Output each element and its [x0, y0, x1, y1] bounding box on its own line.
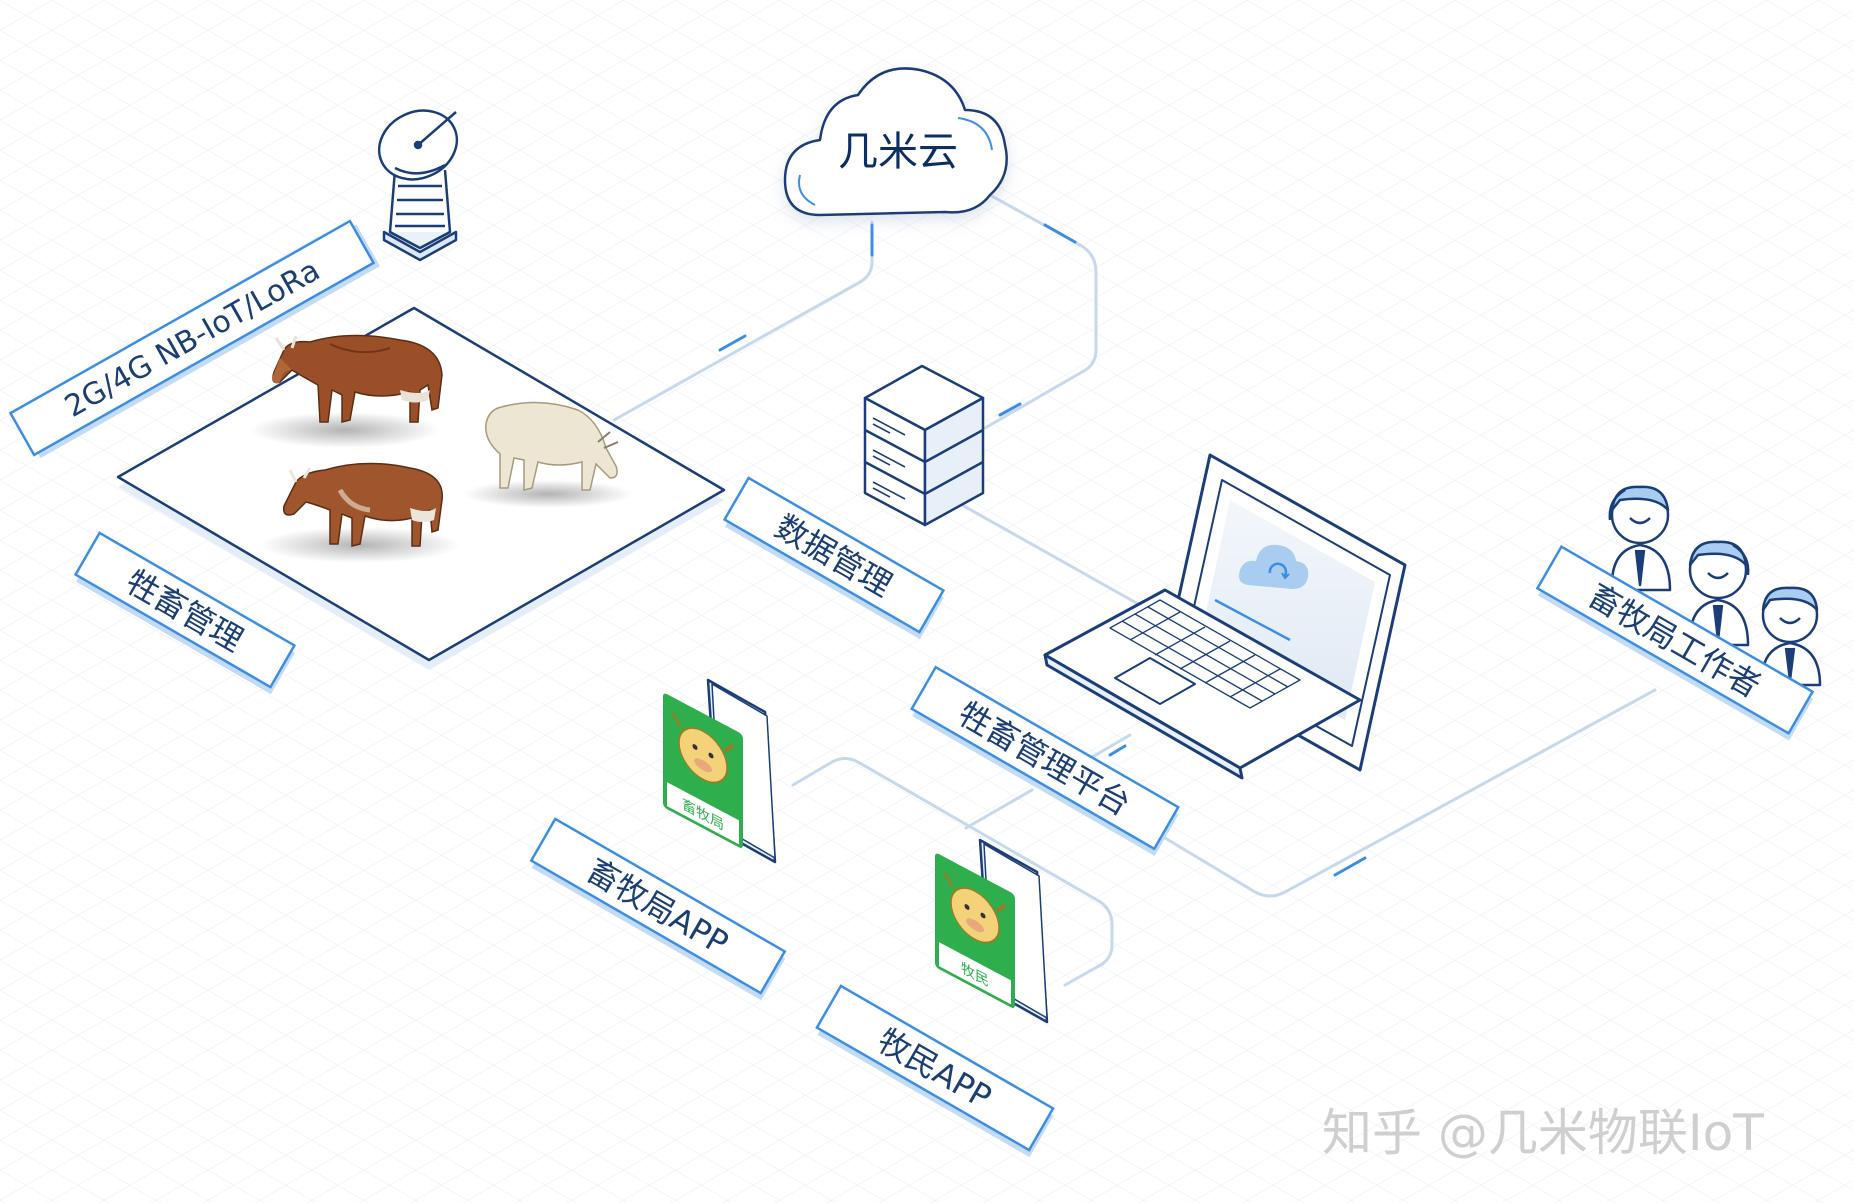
watermark: 知乎 @几米物联IoT — [1322, 1104, 1764, 1162]
line-platform-to-apps — [964, 788, 1034, 830]
line-cloud-to-pasture — [612, 220, 874, 422]
cloud-label: 几米云 — [838, 129, 958, 175]
line-cloud-to-server — [983, 193, 1098, 430]
label-bureau-app-box — [529, 817, 787, 995]
line-platform-to-staff — [1158, 688, 1657, 898]
bureau-app-phone: 畜牧局 — [663, 678, 777, 864]
cattle-app-icon: 畜牧局 — [663, 693, 743, 848]
label-staff-box — [1535, 545, 1815, 735]
connection-highlights — [718, 223, 1367, 877]
line-bureau-app-to-herder-app — [791, 757, 1114, 987]
label-livestock-box — [73, 531, 297, 689]
worker-icon — [1608, 485, 1672, 592]
connection-lines — [612, 193, 1657, 987]
cow-icon-1 — [250, 334, 443, 448]
sync-cloud-icon — [1239, 544, 1309, 589]
herder-app-phone: 牧民 — [935, 838, 1049, 1024]
cloud-icon: 几米云 — [783, 67, 1008, 217]
satellite-dish-icon — [377, 109, 459, 262]
line-server-to-laptop — [960, 503, 1142, 607]
label-data-box — [722, 476, 946, 634]
laptop-icon — [1043, 453, 1407, 780]
server-stack-icon — [863, 364, 985, 527]
cow-icon-2 — [260, 462, 460, 563]
cattle-app-icon: 牧民 — [935, 853, 1015, 1008]
label-network-box — [8, 219, 376, 457]
label-platform-box — [910, 665, 1180, 851]
goat-icon — [463, 401, 633, 508]
label-herder-app-box — [815, 984, 1055, 1152]
